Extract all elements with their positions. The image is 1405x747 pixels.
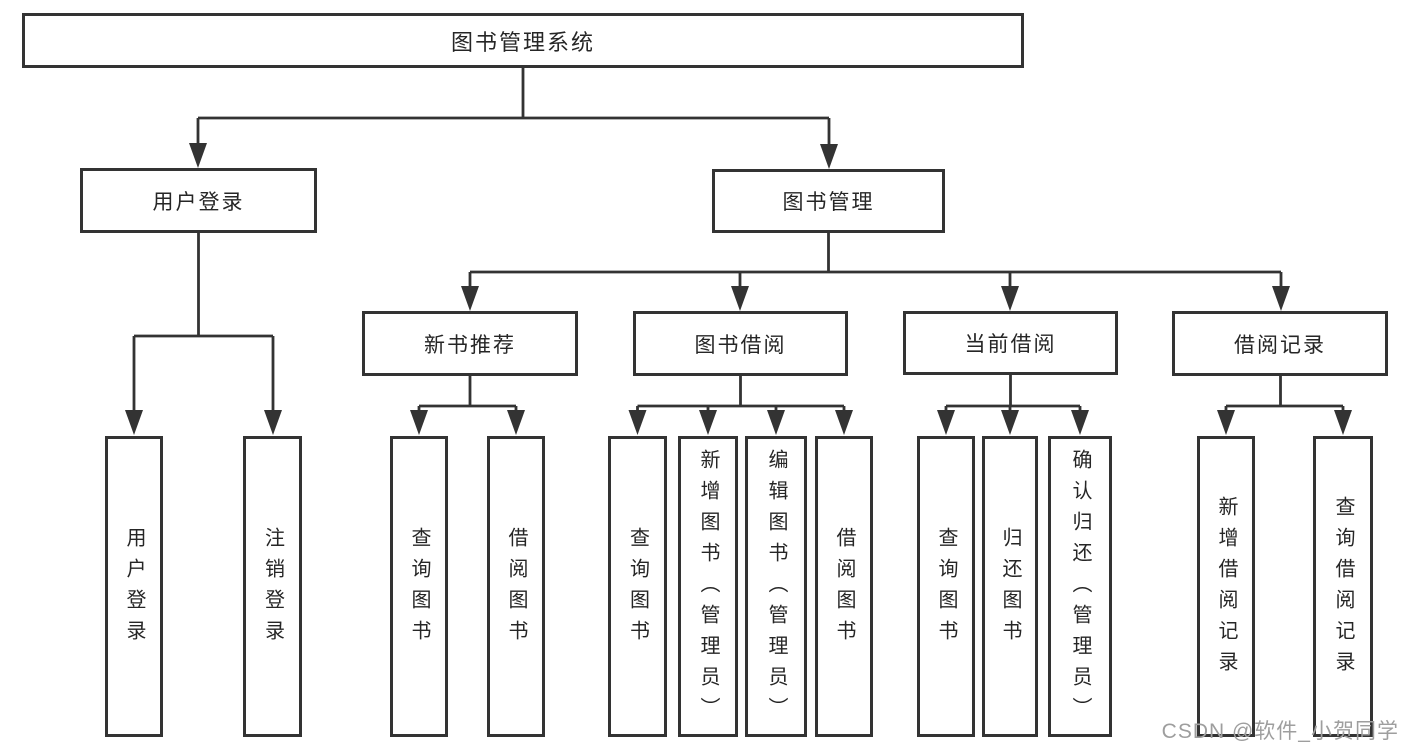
node-logout-leaf-label: 注销登录 <box>261 526 284 651</box>
node-user-login-branch: 用户登录 <box>80 168 317 233</box>
node-query-books-current: 查询图书 <box>917 436 975 737</box>
node-query-books-borrowing-label: 查询图书 <box>626 526 649 651</box>
node-borrow-books-recommend: 借阅图书 <box>487 436 545 737</box>
node-root: 图书管理系统 <box>22 13 1024 68</box>
node-new-book-recommend: 新书推荐 <box>362 311 578 376</box>
node-query-books-borrowing: 查询图书 <box>608 436 667 737</box>
node-add-book-admin: 新增图书（管理员） <box>678 436 738 737</box>
node-edit-book-admin: 编辑图书（管理员） <box>745 436 807 737</box>
node-borrow-books-leaf-label: 借阅图书 <box>833 526 855 651</box>
node-return-books-label: 归还图书 <box>999 526 1021 651</box>
node-book-management-branch: 图书管理 <box>712 169 945 233</box>
node-user-login-leaf-label: 用户登录 <box>123 526 145 651</box>
node-book-borrowing-label: 图书借阅 <box>694 333 787 357</box>
node-root-label: 图书管理系统 <box>450 29 595 55</box>
node-borrowing-records-label: 借阅记录 <box>1234 333 1326 357</box>
node-borrow-books-leaf: 借阅图书 <box>815 436 873 737</box>
node-current-borrowing-label: 当前借阅 <box>964 333 1057 356</box>
node-user-login-leaf: 用户登录 <box>105 436 163 737</box>
arrowheads <box>125 143 1352 435</box>
node-query-books-recommend: 查询图书 <box>390 436 448 737</box>
node-query-books-current-label: 查询图书 <box>935 526 957 651</box>
node-edit-book-admin-label: 编辑图书（管理员） <box>765 449 787 728</box>
node-query-borrow-record-label: 查询借阅记录 <box>1332 495 1354 682</box>
node-return-books: 归还图书 <box>982 436 1038 737</box>
node-book-management-branch-label: 图书管理 <box>782 191 875 214</box>
node-add-borrow-record-label: 新增借阅记录 <box>1215 495 1237 682</box>
node-confirm-return-admin: 确认归还（管理员） <box>1048 436 1112 737</box>
node-borrowing-records: 借阅记录 <box>1172 311 1388 376</box>
node-borrow-books-recommend-label: 借阅图书 <box>505 526 527 651</box>
node-query-books-recommend-label: 查询图书 <box>408 526 430 651</box>
node-new-book-recommend-label: 新书推荐 <box>424 333 516 357</box>
node-add-borrow-record: 新增借阅记录 <box>1197 436 1255 737</box>
node-book-borrowing: 图书借阅 <box>633 311 848 376</box>
node-logout-leaf: 注销登录 <box>243 436 302 737</box>
node-confirm-return-admin-label: 确认归还（管理员） <box>1069 449 1091 728</box>
node-query-borrow-record: 查询借阅记录 <box>1313 436 1373 737</box>
node-user-login-branch-label: 用户登录 <box>152 190 245 214</box>
csdn-watermark: CSDN @软件_小贺同学 <box>1161 720 1399 743</box>
node-current-borrowing: 当前借阅 <box>903 311 1118 375</box>
node-add-book-admin-label: 新增图书（管理员） <box>697 449 719 728</box>
